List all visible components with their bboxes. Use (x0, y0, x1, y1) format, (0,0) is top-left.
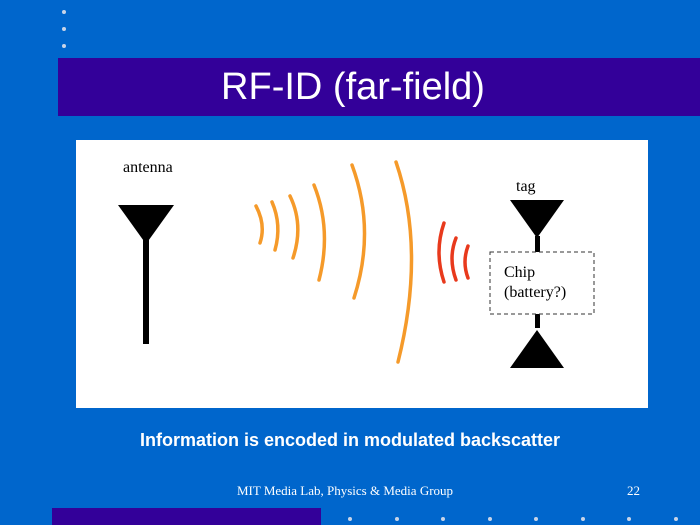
backscatter-wave-icon (437, 221, 470, 284)
decor-dot (62, 27, 66, 31)
antenna-label: antenna (123, 159, 173, 176)
tag-label: tag (516, 178, 536, 195)
page-number: 22 (627, 483, 640, 498)
decor-dot (441, 517, 445, 521)
decor-dot (395, 517, 399, 521)
chip-box (489, 251, 595, 315)
title-band: RF-ID (far-field) (58, 58, 700, 116)
chip-label: Chip (504, 264, 536, 281)
outgoing-wave-icon (254, 160, 414, 364)
footer-text: MIT Media Lab, Physics & Media Group (237, 483, 454, 498)
decor-dot (627, 517, 631, 521)
slide-title: RF-ID (far-field) (221, 66, 485, 108)
reader-antenna-icon (118, 205, 174, 344)
decor-dot (62, 44, 66, 48)
slide-caption: Information is encoded in modulated back… (139, 430, 561, 450)
decor-dot (62, 10, 66, 14)
decor-dot (534, 517, 538, 521)
diagram-panel: antenna tag Chip (battery?) (76, 140, 648, 408)
rfid-diagram (118, 160, 595, 368)
bottom-bar (52, 508, 321, 525)
decor-dot (674, 517, 678, 521)
decor-dot (488, 517, 492, 521)
decor-dot (348, 517, 352, 521)
tag-antenna-icon (510, 200, 564, 368)
battery-label: (battery?) (504, 284, 567, 301)
decor-dot (581, 517, 585, 521)
